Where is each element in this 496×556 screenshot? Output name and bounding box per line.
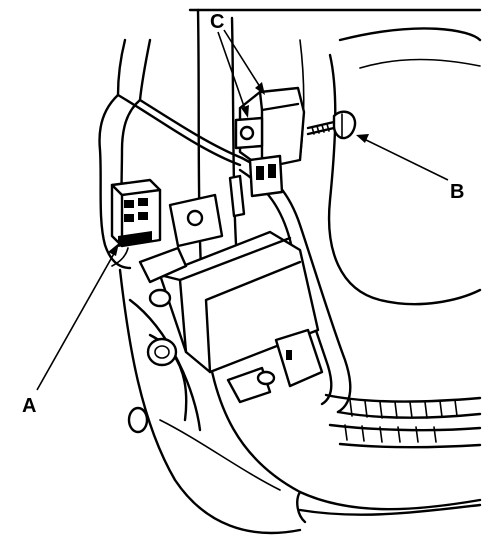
body-panel — [118, 8, 482, 535]
leader-a — [36, 249, 117, 391]
leader-lines — [36, 29, 449, 391]
arrowhead-c-lower — [241, 105, 249, 118]
control-module — [138, 174, 324, 404]
leader-c-upper — [223, 29, 263, 91]
leader-c-lower — [217, 31, 247, 113]
arrowhead-b — [356, 134, 369, 143]
connector-a — [110, 178, 162, 267]
arrowhead-a — [108, 243, 119, 256]
leader-b — [361, 137, 449, 181]
callout-a-label: A — [22, 395, 36, 417]
arrowhead-c-upper — [255, 82, 265, 95]
sensor-c — [234, 86, 306, 198]
callout-c-label: C — [210, 11, 224, 33]
bolt-b — [306, 110, 357, 140]
callout-b-label: B — [450, 181, 464, 203]
